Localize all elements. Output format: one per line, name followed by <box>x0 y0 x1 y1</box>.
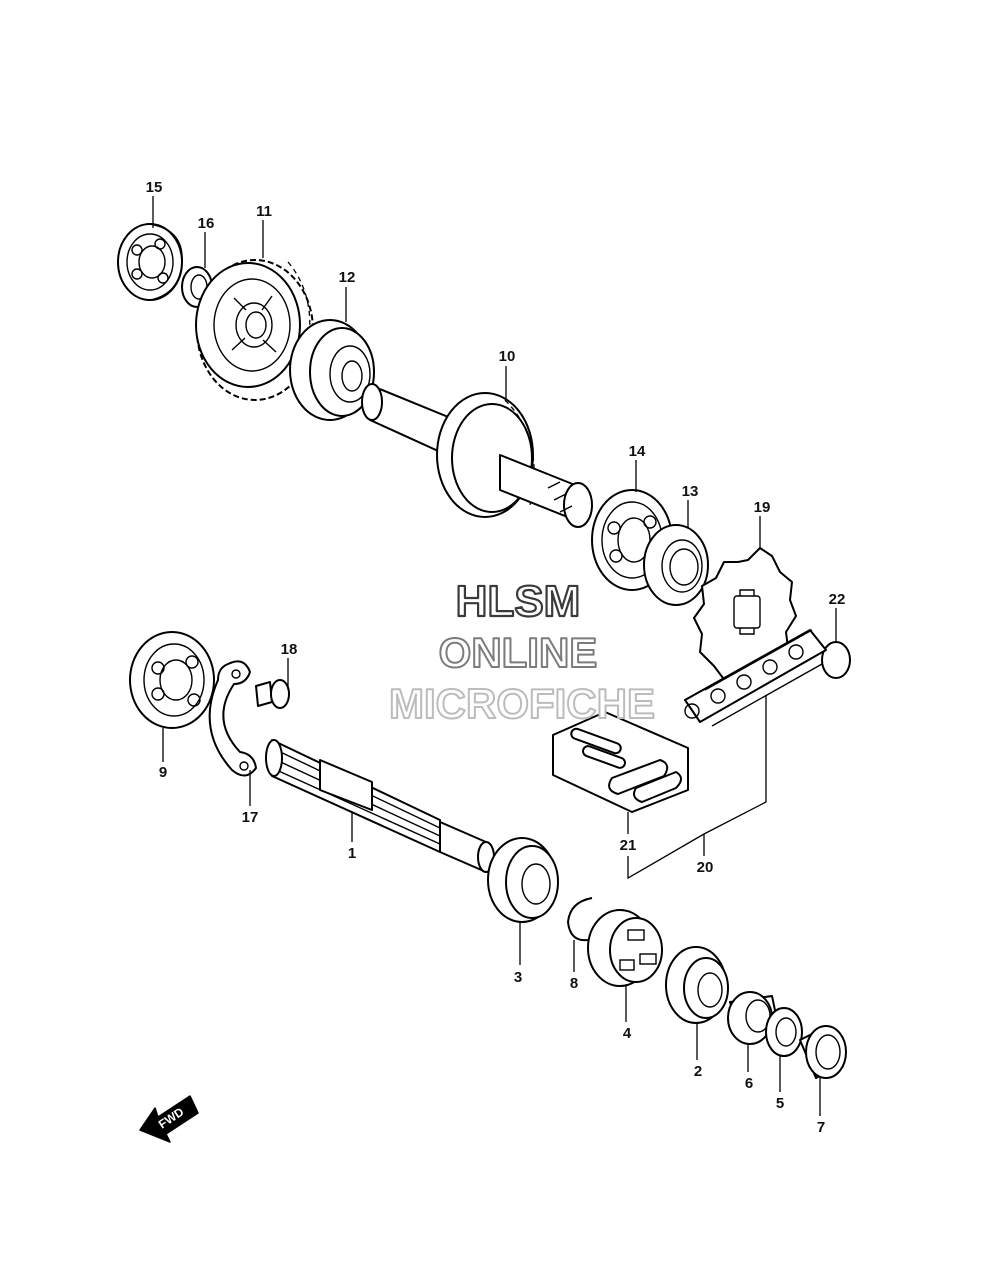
watermark-line1: HLSM <box>456 577 581 626</box>
callout-14[interactable]: 14 <box>629 443 646 460</box>
callout-6[interactable]: 6 <box>745 1075 753 1092</box>
gear-2[interactable] <box>665 946 729 1024</box>
bearing-15[interactable] <box>117 223 183 301</box>
needle-bearing-7[interactable] <box>799 1025 847 1079</box>
circlip-22[interactable] <box>821 641 851 679</box>
gear-3[interactable] <box>487 837 559 923</box>
callout-8[interactable]: 8 <box>570 975 578 992</box>
countershaft-10[interactable] <box>361 383 593 528</box>
callout-3[interactable]: 3 <box>514 969 522 986</box>
callout-7[interactable]: 7 <box>817 1119 825 1136</box>
callout-21[interactable]: 21 <box>620 837 637 854</box>
callout-16[interactable]: 16 <box>198 215 215 232</box>
circlip-8[interactable] <box>567 897 593 942</box>
chain-joint-21[interactable] <box>552 711 689 813</box>
callout-18[interactable]: 18 <box>281 641 298 658</box>
watermark-line2: ONLINE <box>439 629 598 676</box>
callout-11[interactable]: 11 <box>256 203 272 220</box>
washer-5[interactable] <box>765 1007 803 1057</box>
callout-20[interactable]: 20 <box>697 859 714 876</box>
callout-5[interactable]: 5 <box>776 1095 784 1112</box>
callout-12[interactable]: 12 <box>339 269 356 286</box>
callout-9[interactable]: 9 <box>159 764 167 781</box>
screw-18[interactable] <box>255 679 290 709</box>
bearing-9[interactable] <box>129 631 215 729</box>
callout-2[interactable]: 2 <box>694 1063 702 1080</box>
callout-15[interactable]: 15 <box>146 179 163 196</box>
callout-13[interactable]: 13 <box>682 483 699 500</box>
callout-4[interactable]: 4 <box>623 1025 632 1042</box>
mainshaft-1[interactable] <box>265 739 495 873</box>
callout-19[interactable]: 19 <box>754 499 771 516</box>
callout-10[interactable]: 10 <box>499 348 516 365</box>
watermark-line3: MICROFICHE <box>389 680 655 727</box>
fwd-arrow-icon: FWD <box>139 1095 199 1143</box>
oil-seal-13[interactable] <box>643 524 709 606</box>
hub-4[interactable] <box>587 909 663 987</box>
gear-12[interactable] <box>289 319 375 421</box>
drive-chain-20[interactable] <box>684 629 827 727</box>
callout-22[interactable]: 22 <box>829 591 846 608</box>
callout-1[interactable]: 1 <box>348 845 356 862</box>
callout-labels: 15 16 11 12 10 14 13 19 22 18 9 17 1 21 … <box>146 179 846 1136</box>
callout-17[interactable]: 17 <box>242 809 259 826</box>
leader-lines <box>152 196 837 1116</box>
retainer-17[interactable] <box>208 660 257 777</box>
